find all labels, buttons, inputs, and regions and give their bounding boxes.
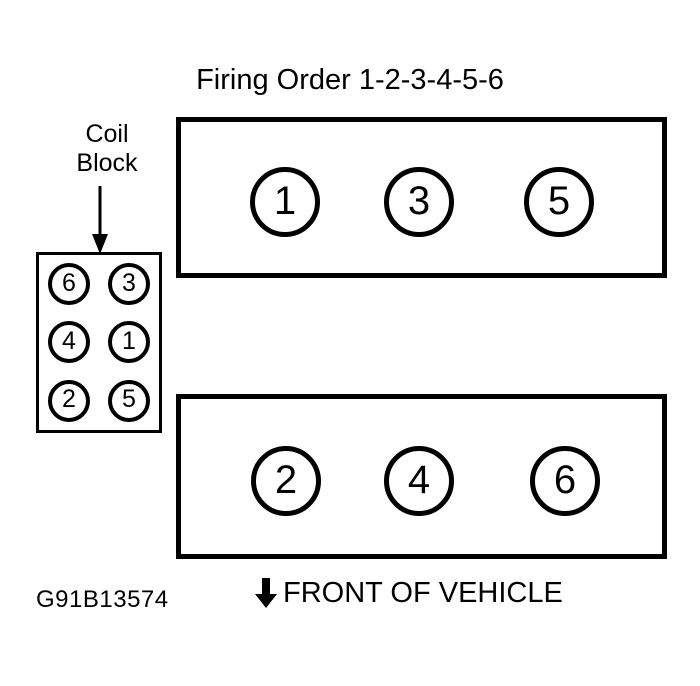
coil-block-label-line-1: Coil [85,120,129,148]
coil-terminal: 2 [48,379,90,422]
reference-code: G91B13574 [36,586,169,613]
down-arrow-icon [255,578,277,608]
cylinder-marker: 6 [530,446,600,516]
coil-terminal: 4 [48,321,90,364]
front-of-vehicle-label: FRONT OF VEHICLE [283,577,563,609]
coil-block-label-line-2: Block [76,149,138,177]
cylinder-bank-top: 1 3 5 [176,117,667,278]
down-arrow-leader-icon [92,186,108,254]
coil-block: 6 3 4 1 2 5 [36,252,162,433]
coil-terminal: 3 [108,263,150,306]
cylinder-bank-bottom: 2 4 6 [176,394,667,559]
cylinder-marker: 5 [524,167,594,237]
coil-terminal: 6 [48,263,90,306]
coil-block-grid: 6 3 4 1 2 5 [39,255,159,430]
cylinder-marker: 1 [250,167,320,237]
page-title: Firing Order 1-2-3-4-5-6 [196,64,504,96]
cylinder-marker: 3 [384,167,454,237]
cylinder-marker: 4 [384,446,454,516]
cylinder-marker: 2 [251,446,321,516]
coil-terminal: 5 [108,379,150,422]
coil-block-label: Coil Block [52,120,162,178]
front-of-vehicle-indicator: FRONT OF VEHICLE [255,576,563,610]
coil-terminal: 1 [108,321,150,364]
